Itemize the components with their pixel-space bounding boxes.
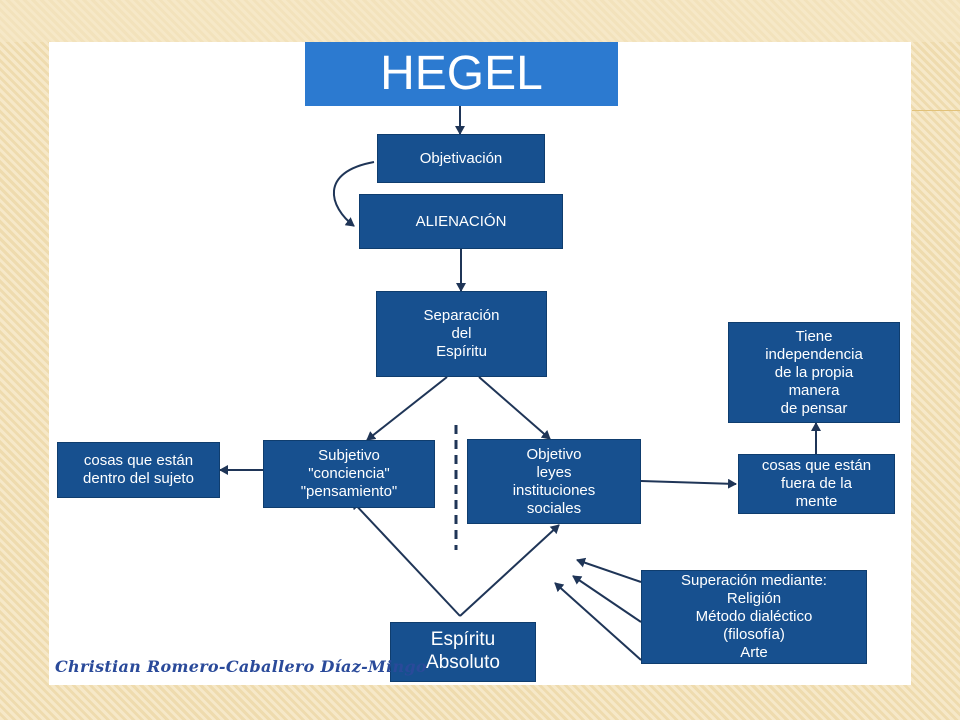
node-objetivo: Objetivo leyes instituciones sociales	[467, 439, 641, 524]
decorative-line	[912, 110, 960, 111]
arrow-objetivacion-to-alienacion	[333, 161, 375, 227]
arrow-separacion-to-objetivo	[478, 376, 551, 440]
node-subjetivo: Subjetivo "conciencia" "pensamiento"	[263, 440, 435, 508]
arrow-superacion-to-objetivo-3	[554, 582, 642, 661]
arrow-absoluto-to-objetivo	[459, 524, 560, 617]
arrow-absoluto-to-subjetivo	[351, 500, 461, 617]
node-independencia: Tiene independencia de la propia manera …	[728, 322, 900, 423]
node-separacion: Separación del Espíritu	[376, 291, 547, 377]
node-espiritu-absoluto: Espíritu Absoluto	[390, 622, 536, 682]
arrow-separacion-to-subjetivo	[366, 376, 448, 441]
node-dentro-sujeto: cosas que están dentro del sujeto	[57, 442, 220, 498]
author-signature: Christian Romero-Caballero Díaz-Mingo	[55, 657, 427, 676]
node-objetivacion: Objetivación	[377, 134, 545, 183]
arrow-objetivo-to-fuera	[640, 478, 737, 489]
slide-canvas: HEGEL Objetivación ALIENACIÓN Separación…	[49, 42, 911, 685]
node-alienacion: ALIENACIÓN	[359, 194, 563, 249]
arrow-superacion-to-objetivo-2	[572, 575, 642, 623]
title-hegel: HEGEL	[305, 42, 618, 106]
decorative-top-band	[0, 0, 960, 42]
node-superacion: Superación mediante: Religión Método dia…	[641, 570, 867, 664]
connector-layer	[219, 106, 821, 661]
node-fuera-mente: cosas que están fuera de la mente	[738, 454, 895, 514]
arrow-superacion-to-objetivo-1	[576, 557, 642, 583]
